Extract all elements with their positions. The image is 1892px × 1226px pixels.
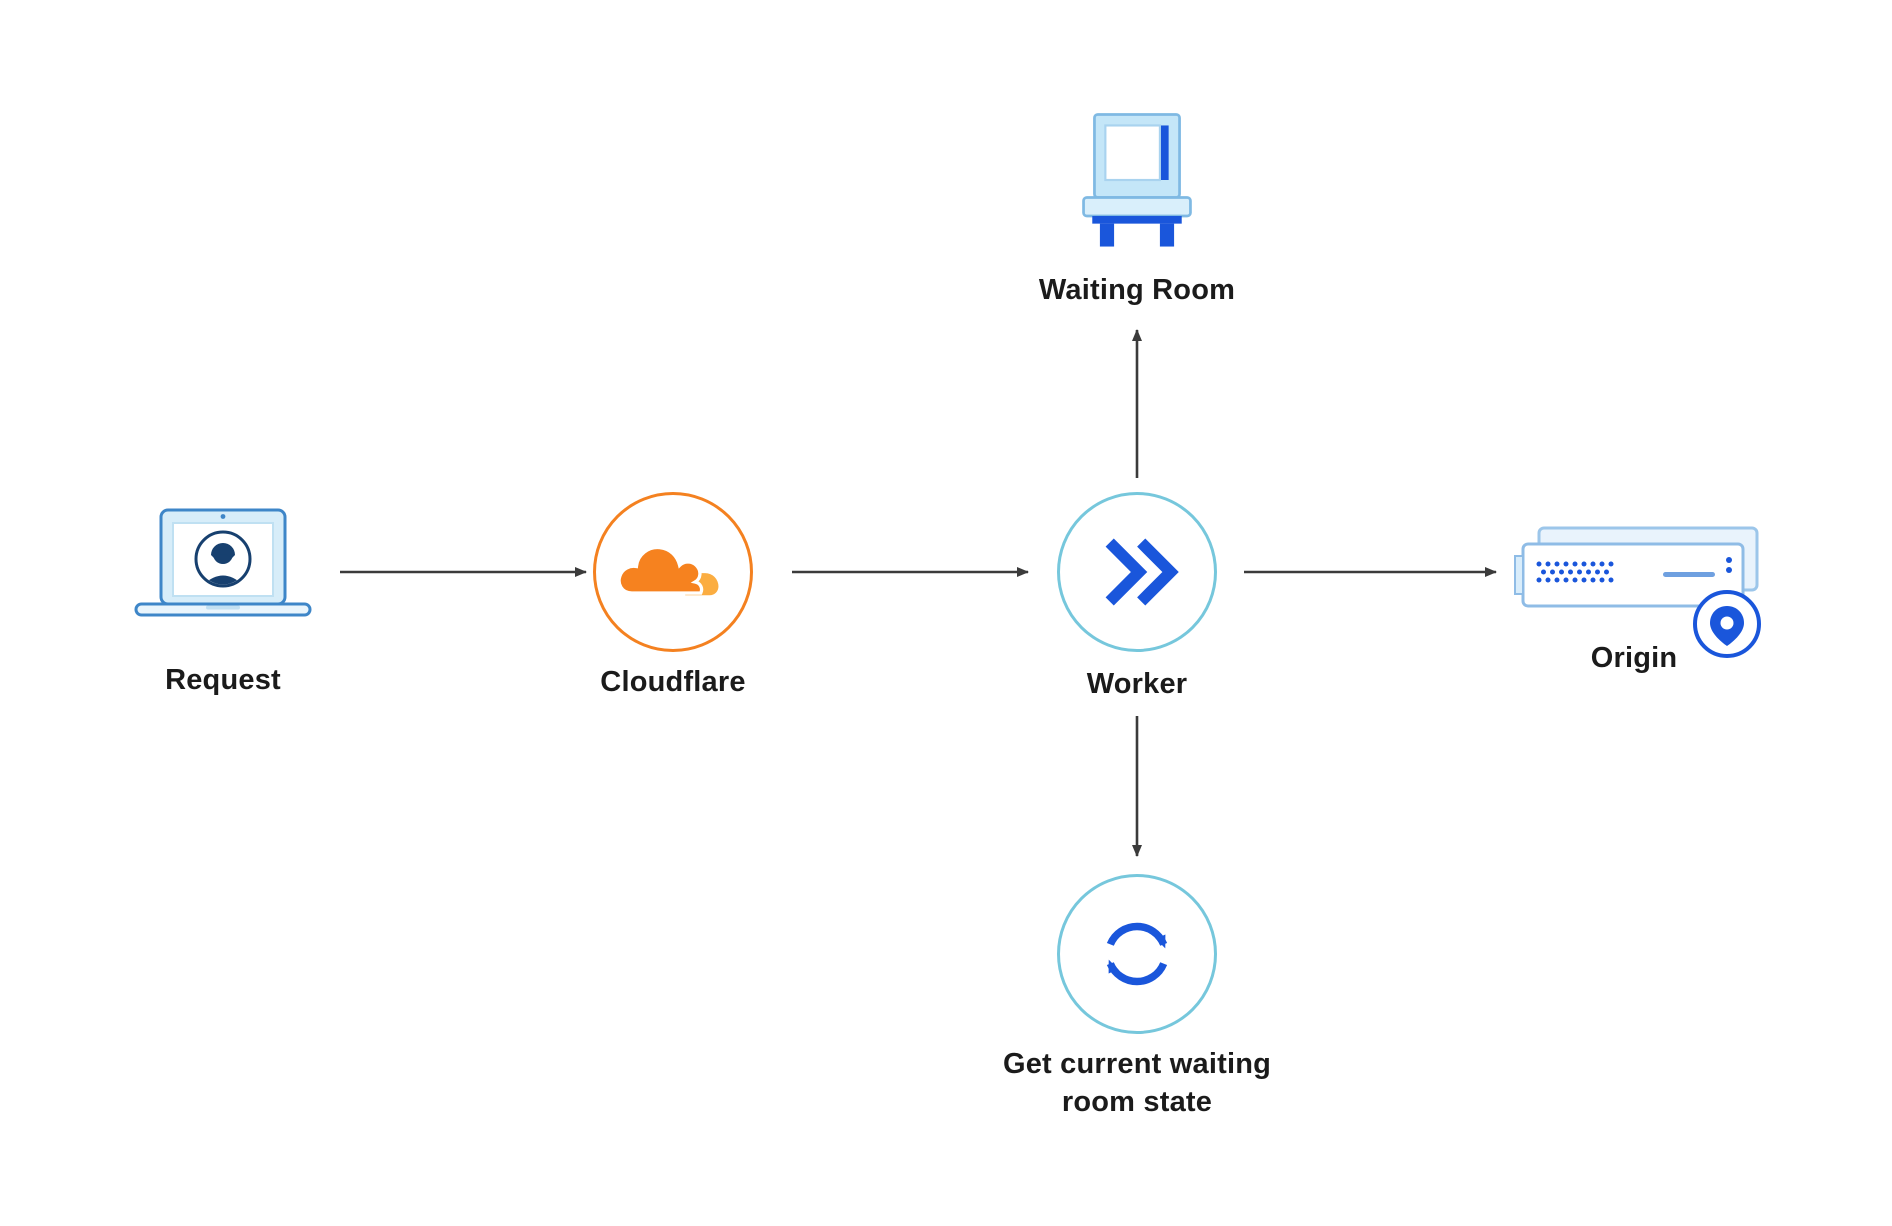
node-cloudflare [593, 492, 753, 652]
get-state-label-line2: room state [1061, 1085, 1213, 1118]
worker-chevrons-icon [1105, 538, 1179, 606]
cloudflare-cloud-icon [617, 545, 719, 596]
sync-arrows-icon [1106, 922, 1168, 986]
cloudflare-label: Cloudflare [600, 666, 746, 698]
get-state-label: Get current waiting room state [957, 1046, 1317, 1121]
node-worker [1057, 492, 1217, 652]
request-label: Request [165, 664, 281, 696]
origin-label: Origin [1590, 642, 1678, 674]
armchair-icon [1082, 113, 1192, 247]
node-get-state [1057, 874, 1217, 1034]
node-origin [1513, 520, 1773, 660]
node-waiting-room [1077, 112, 1197, 260]
laptop-user-icon [134, 508, 312, 617]
worker-label: Worker [1086, 668, 1188, 700]
get-state-label-line1: Get current waiting [1002, 1048, 1272, 1080]
waiting-room-label: Waiting Room [1038, 274, 1236, 306]
server-location-icon [1514, 526, 1761, 658]
node-request [128, 505, 318, 635]
